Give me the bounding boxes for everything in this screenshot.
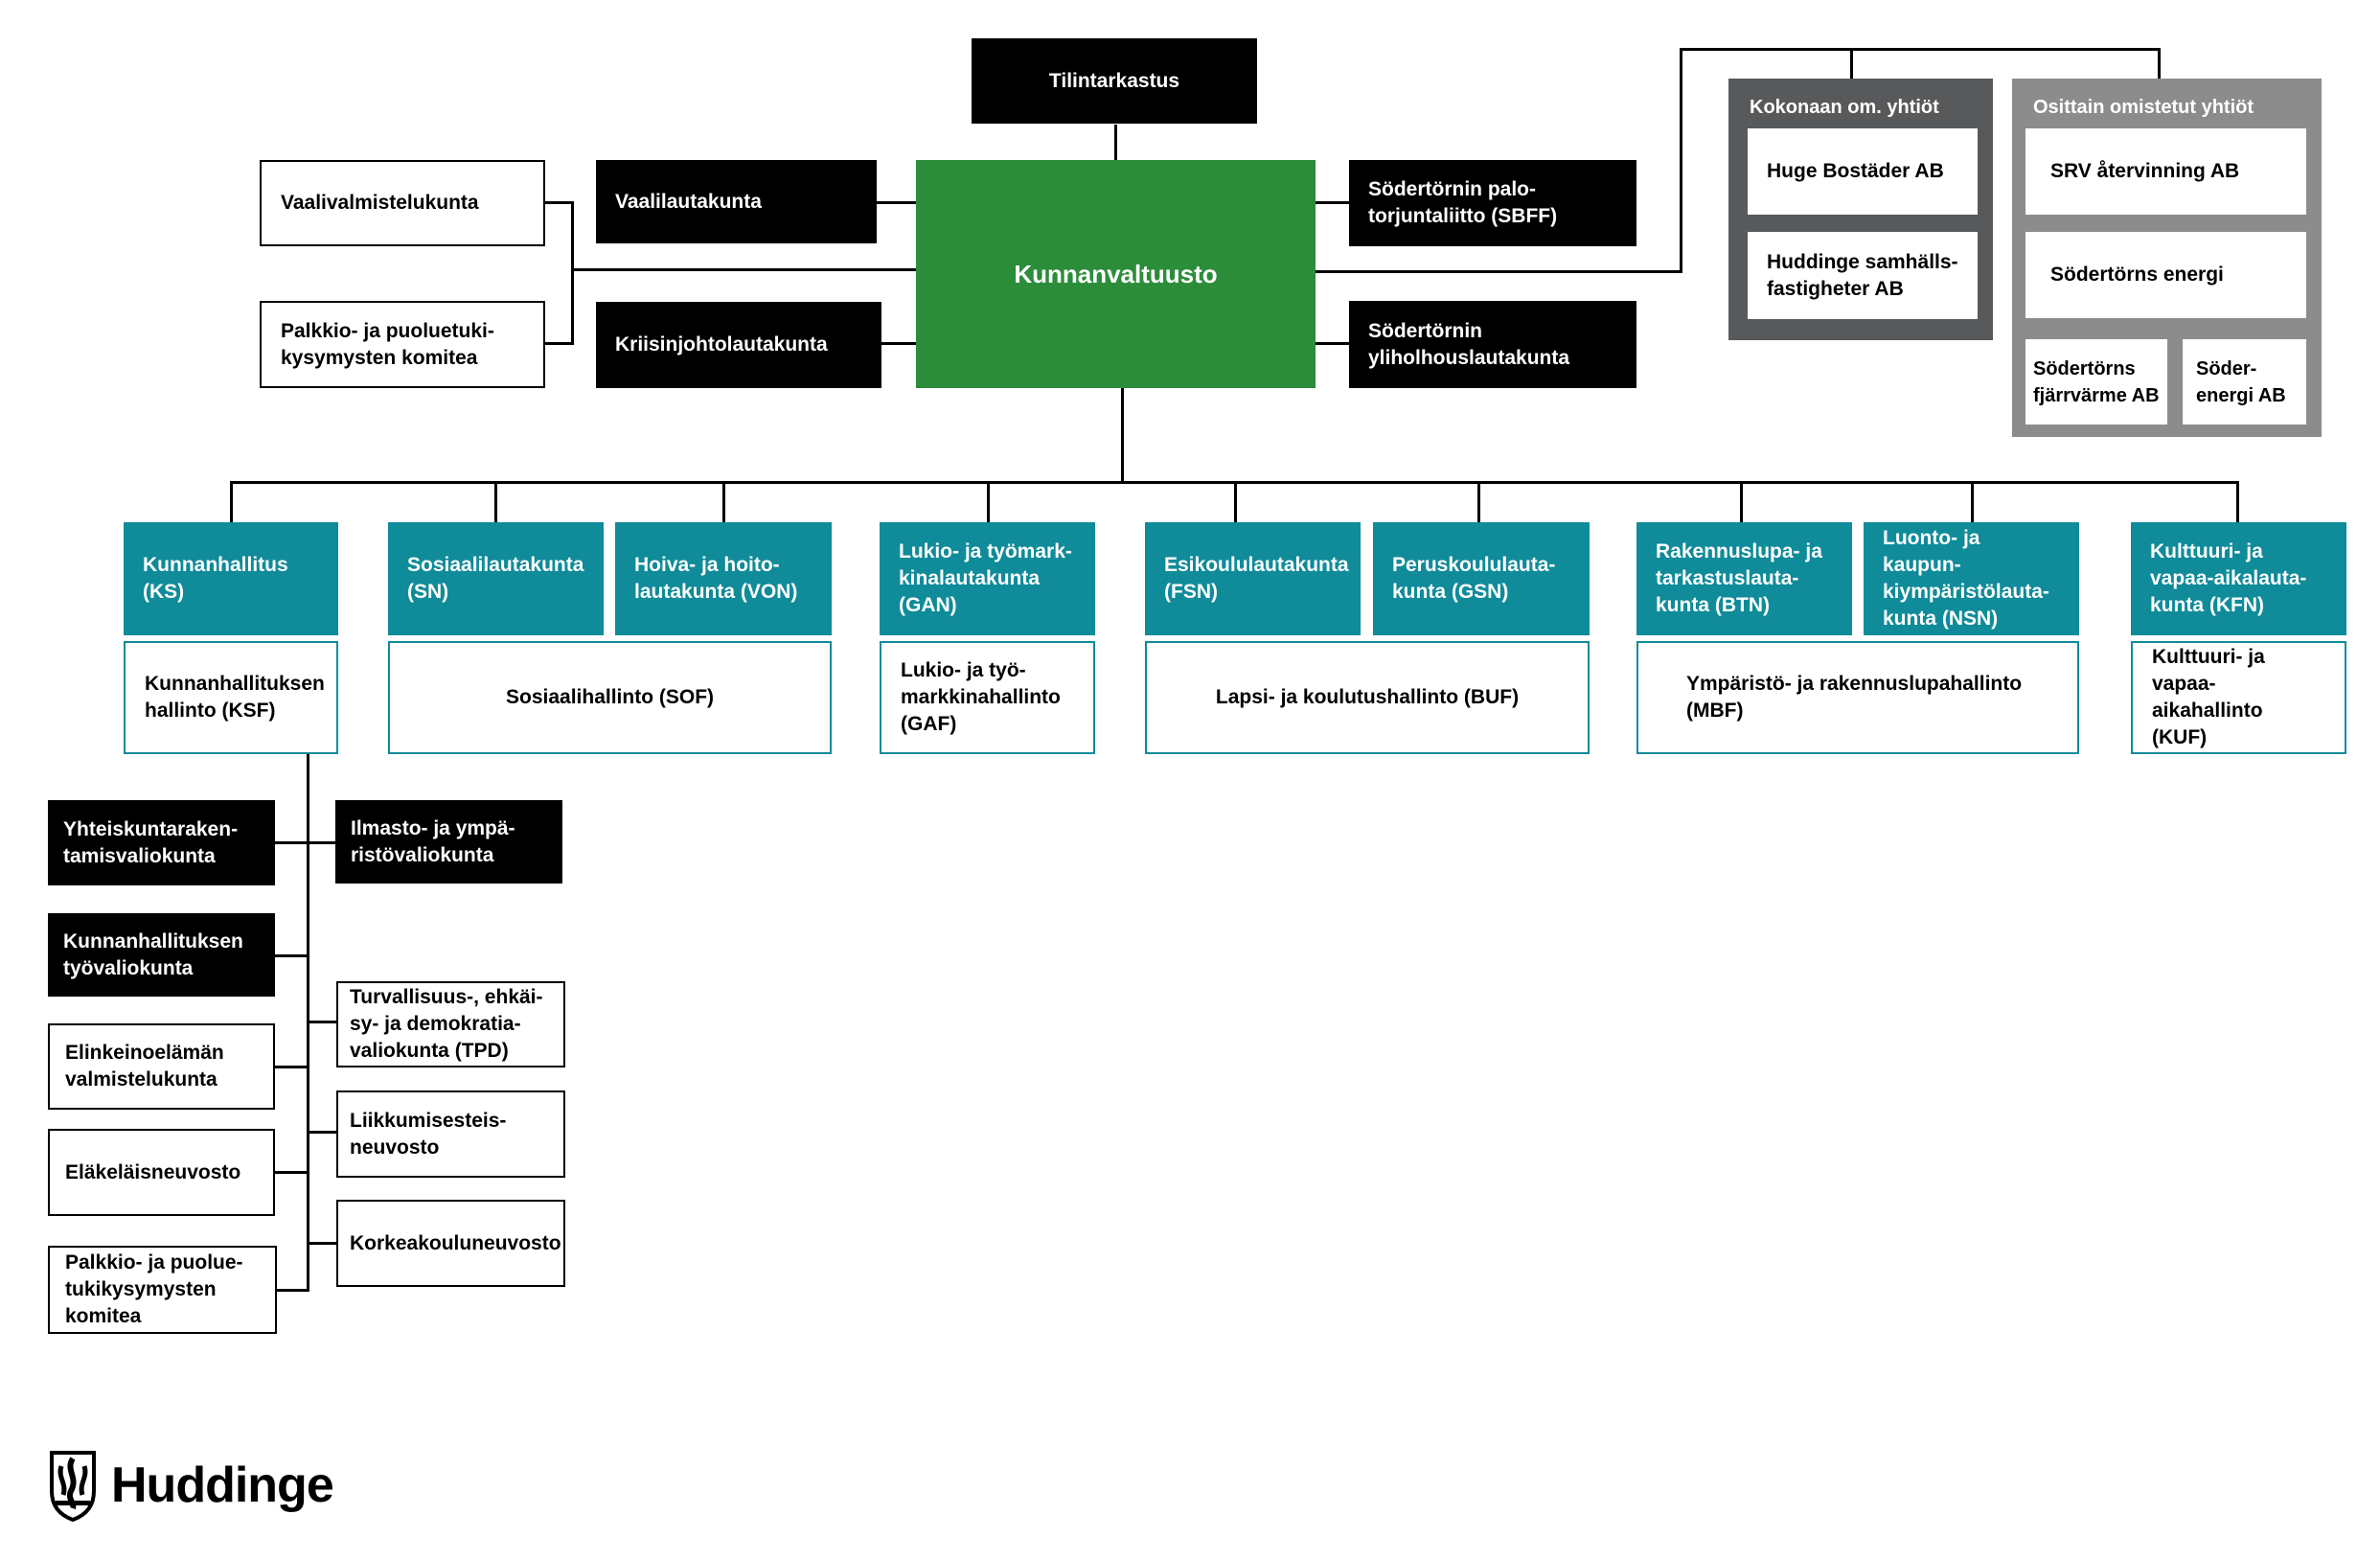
connector-line — [987, 481, 990, 522]
admin-kuf: Kulttuuri- ja vapaa-aikahallinto (KUF) — [2131, 641, 2346, 754]
connector-line — [274, 1066, 309, 1068]
wholly-owned-companies-panel: Kokonaan om. yhtiöt Huge Bostäder AB Hud… — [1728, 79, 1993, 340]
connector-line — [1234, 481, 1237, 522]
admin-gaf: Lukio- ja työ- markkinahallinto (GAF) — [880, 641, 1095, 754]
connector-line — [2236, 481, 2239, 522]
committee-planning: Yhteiskuntaraken- tamisvaliokunta — [48, 800, 275, 885]
committee-business: Elinkeinoelämän valmistelukunta — [48, 1023, 275, 1110]
crisis-board-box: Kriisinjohtolautakunta — [596, 302, 881, 388]
connector-line — [1121, 388, 1124, 482]
admin-ksf: Kunnanhallituksen hallinto (KSF) — [124, 641, 338, 754]
partly-owned-companies-panel: Osittain omistetut yhtiöt SRV återvinnin… — [2012, 79, 2322, 437]
board-von: Hoiva- ja hoito- lautakunta (VON) — [615, 522, 832, 635]
council-box: Kunnanvaltuusto — [916, 160, 1316, 388]
connector-line — [1314, 270, 1682, 273]
company-sodertorns-energi: Södertörns energi — [2025, 232, 2306, 318]
connector-line — [544, 342, 573, 345]
election-prep-box: Vaalivalmistelukunta — [260, 160, 545, 246]
connector-line — [722, 481, 725, 522]
crisis-board-label: Kriisinjohtolautakunta — [615, 333, 828, 356]
connector-line — [880, 342, 918, 345]
connector-line — [230, 481, 233, 522]
connector-line — [494, 481, 497, 522]
election-prep-label: Vaalivalmistelukunta — [281, 192, 479, 214]
company-huge-bostader: Huge Bostäder AB — [1748, 128, 1978, 215]
connector-line — [307, 1131, 338, 1134]
board-btn: Rakennuslupa- ja tarkastuslauta- kunta (… — [1636, 522, 1852, 635]
connector-line — [1680, 48, 2161, 51]
fee-committee-label: Palkkio- ja puoluetuki- kysymysten komit… — [281, 319, 494, 369]
connector-line — [875, 201, 918, 204]
admin-mbf: Ympäristö- ja rakennuslupahallinto (MBF) — [1636, 641, 2079, 754]
committee-working: Kunnanhallituksen työvaliokunta — [48, 913, 275, 997]
connector-line — [1314, 201, 1351, 204]
board-ks: Kunnanhallitus (KS) — [124, 522, 338, 635]
board-nsn: Luonto- ja kaupun- kiympäristölauta- kun… — [1864, 522, 2079, 635]
company-huddinge-samhallsfastigheter: Huddinge samhälls- fastigheter AB — [1748, 232, 1978, 319]
company-soderenergi: Söder- energi AB — [2183, 339, 2306, 425]
connector-line — [571, 201, 574, 345]
election-board-box: Vaalilautakunta — [596, 160, 877, 243]
overfear-board-label: Södertörnin yliholhouslautakunta — [1368, 319, 1570, 369]
partly-owned-title: Osittain omistetut yhtiöt — [2033, 97, 2254, 118]
connector-line — [1314, 342, 1351, 345]
committee-university: Korkeakouluneuvosto — [336, 1200, 565, 1287]
wholly-owned-title: Kokonaan om. yhtiöt — [1750, 97, 1939, 118]
committee-accessibility: Liikkumisesteis- neuvosto — [336, 1090, 565, 1178]
audit-label: Tilintarkastus — [1048, 69, 1180, 92]
overfear-board-box: Södertörnin yliholhouslautakunta — [1349, 301, 1636, 388]
committee-fees: Palkkio- ja puolue- tukikysymysten komit… — [48, 1246, 277, 1334]
board-gan: Lukio- ja työmark- kinalautakunta (GAN) — [880, 522, 1095, 635]
connector-line — [544, 201, 573, 204]
connector-line — [1740, 481, 1743, 522]
committee-safety: Turvallisuus-, ehkäi- sy- ja demokratia-… — [336, 981, 565, 1067]
committee-climate: Ilmasto- ja ympä- ristövaliokunta — [335, 800, 562, 884]
fire-union-box: Södertörnin palo- torjuntaliitto (SBFF) — [1349, 160, 1636, 246]
connector-line — [571, 268, 918, 271]
logo-wordmark: Huddinge — [111, 1458, 334, 1513]
connector-line — [1850, 48, 1853, 80]
company-srv: SRV återvinning AB — [2025, 128, 2306, 215]
connector-line — [307, 1021, 338, 1023]
huddinge-logo: Huddinge — [46, 1449, 334, 1522]
huddinge-emblem-icon — [50, 1451, 96, 1522]
connector-line — [2158, 48, 2161, 80]
audit-box: Tilintarkastus — [972, 38, 1257, 124]
admin-buf: Lapsi- ja koulutushallinto (BUF) — [1145, 641, 1590, 754]
fire-union-label: Södertörnin palo- torjuntaliitto (SBFF) — [1368, 178, 1558, 227]
board-fsn: Esikoululautakunta (FSN) — [1145, 522, 1361, 635]
connector-line — [274, 841, 337, 844]
board-sn: Sosiaalilautakunta (SN) — [388, 522, 604, 635]
connector-line — [274, 1171, 309, 1174]
connector-line — [307, 1242, 338, 1245]
fee-committee-box: Palkkio- ja puoluetuki- kysymysten komit… — [260, 301, 545, 388]
connector-line — [274, 954, 309, 957]
company-sodertorns-fjarrvarme: Södertörns fjärrvärme AB — [2025, 339, 2167, 425]
council-label: Kunnanvaltuusto — [1014, 260, 1218, 288]
connector-line — [1114, 125, 1117, 161]
election-board-label: Vaalilautakunta — [615, 190, 762, 213]
committee-pensioners: Eläkeläisneuvosto — [48, 1129, 275, 1216]
connector-line — [1477, 481, 1480, 522]
connector-line — [274, 1289, 309, 1292]
admin-sof: Sosiaalihallinto (SOF) — [388, 641, 832, 754]
connector-line — [1680, 48, 1682, 273]
connector-line — [1971, 481, 1974, 522]
board-gsn: Peruskoululauta- kunta (GSN) — [1373, 522, 1590, 635]
board-kfn: Kulttuuri- ja vapaa-aikalauta- kunta (KF… — [2131, 522, 2346, 635]
